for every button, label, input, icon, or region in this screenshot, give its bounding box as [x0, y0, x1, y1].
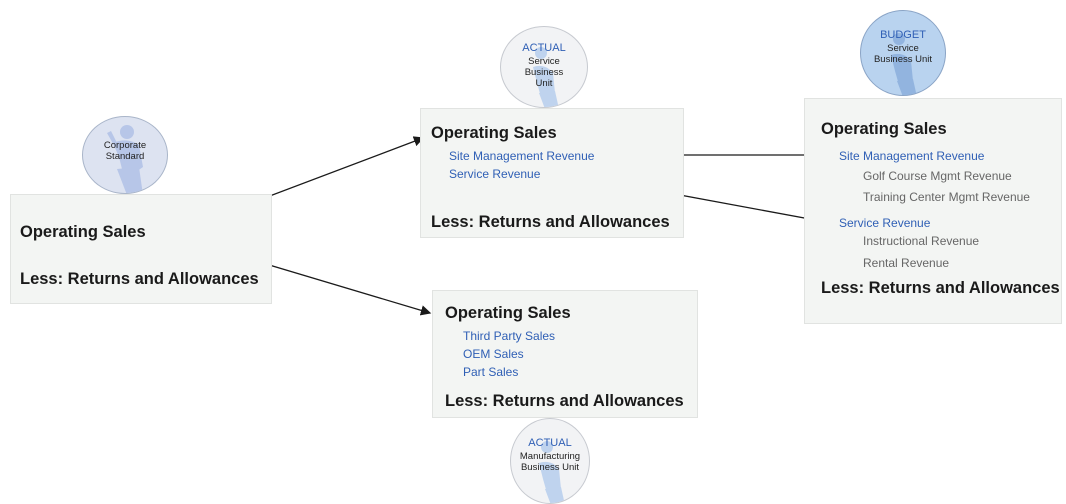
corporate-operating-sales-box: Operating Sales Less: Returns and Allowa…	[10, 194, 272, 304]
person-figure-icon	[533, 47, 559, 107]
budget-sub-instructional: Instructional Revenue	[863, 234, 980, 248]
corporate-heading: Operating Sales	[20, 223, 146, 241]
person-figure-icon	[107, 125, 143, 193]
corporate-standard-label: Corporate Standard	[103, 140, 147, 162]
person-figure-icon	[891, 33, 917, 95]
budget-footer: Less: Returns and Allowances	[821, 279, 1060, 297]
budget-service-badge: BUDGET Service Business Unit	[860, 10, 946, 96]
budget-sub-golf: Golf Course Mgmt Revenue	[863, 169, 1012, 183]
budget-sub-rental: Rental Revenue	[863, 256, 950, 270]
actual-service-heading: Operating Sales	[431, 124, 557, 142]
manufacturing-footer: Less: Returns and Allowances	[445, 392, 684, 410]
corporate-footer: Less: Returns and Allowances	[20, 270, 259, 288]
manufacturing-item-third-party: Third Party Sales	[463, 329, 556, 343]
actual-service-item-service: Service Revenue	[449, 167, 541, 181]
budget-service-title: BUDGET	[880, 29, 926, 41]
actual-service-footer: Less: Returns and Allowances	[431, 213, 670, 231]
manufacturing-item-part: Part Sales	[463, 365, 519, 379]
budget-sub-training: Training Center Mgmt Revenue	[863, 190, 1030, 204]
actual-manufacturing-title: ACTUAL	[528, 437, 572, 449]
budget-service-operating-sales-box: Operating Sales Site Management Revenue …	[804, 98, 1062, 324]
actual-service-title: ACTUAL	[522, 42, 566, 54]
manufacturing-heading: Operating Sales	[445, 304, 571, 322]
actual-service-badge: ACTUAL Service Business Unit	[500, 26, 588, 108]
corporate-standard-badge: Corporate Standard	[82, 116, 168, 194]
actual-service-subtitle: Service Business Unit	[524, 56, 564, 89]
person-figure-icon	[539, 441, 565, 503]
actual-manufacturing-badge: ACTUAL Manufacturing Business Unit	[510, 418, 590, 504]
actual-service-operating-sales-box: Operating Sales Site Management Revenue …	[420, 108, 684, 238]
budget-item-site: Site Management Revenue	[839, 149, 985, 163]
budget-item-service: Service Revenue	[839, 216, 931, 230]
manufacturing-item-oem: OEM Sales	[463, 347, 524, 361]
budget-service-subtitle: Service Business Unit	[873, 43, 933, 65]
budget-heading: Operating Sales	[821, 120, 947, 138]
actual-service-item-site: Site Management Revenue	[449, 149, 595, 163]
actual-manufacturing-operating-sales-box: Operating Sales Third Party Sales OEM Sa…	[432, 290, 698, 418]
actual-manufacturing-subtitle: Manufacturing Business Unit	[519, 451, 581, 473]
